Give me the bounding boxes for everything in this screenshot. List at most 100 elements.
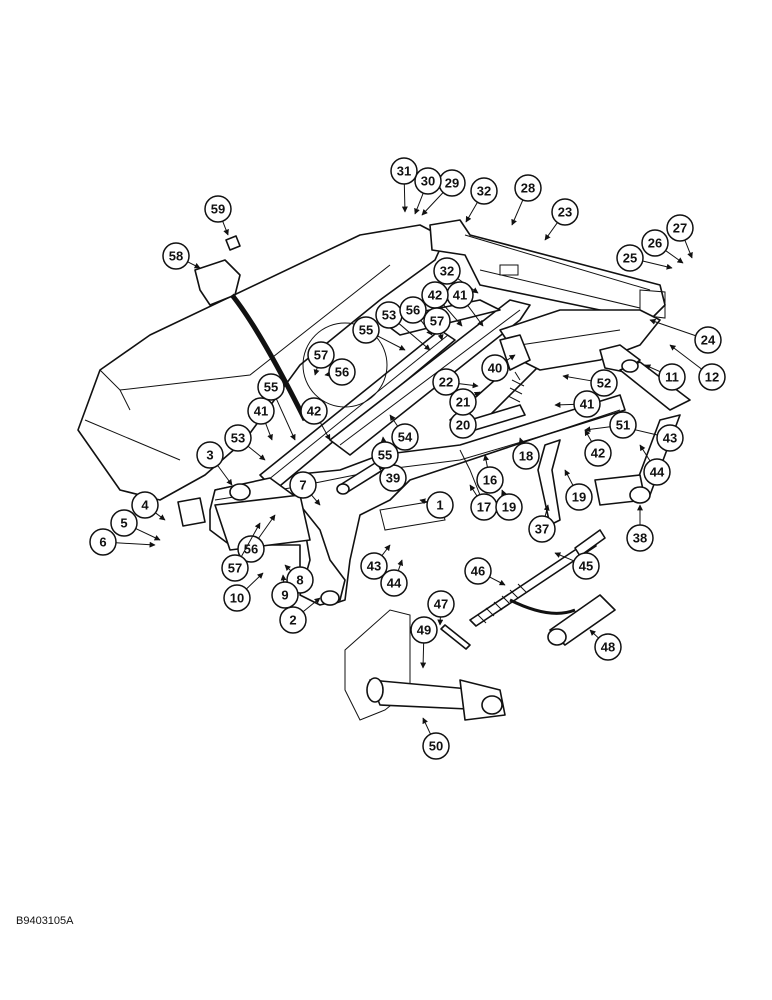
callout-circle <box>131 491 159 519</box>
callout-circle <box>237 535 265 563</box>
callout-circle <box>223 584 251 612</box>
callout-55: 55 <box>371 436 399 469</box>
leader-line <box>389 414 399 427</box>
leader-line <box>246 572 264 590</box>
callout-circle <box>360 552 388 580</box>
callout-circle <box>224 424 252 452</box>
leader-line <box>518 437 525 445</box>
callout-number: 56 <box>335 365 349 380</box>
callout-number: 53 <box>382 308 396 323</box>
callout-43: 43 <box>360 544 391 580</box>
callout-55: 55 <box>257 373 296 441</box>
callout-51: 51 <box>584 411 637 439</box>
callout-number: 51 <box>616 418 630 433</box>
callout-41: 41 <box>554 390 601 418</box>
rod-45-spring-46 <box>469 529 606 627</box>
callout-20: 20 <box>449 409 477 439</box>
callout-circle <box>89 528 117 556</box>
callout-12: 12 <box>669 344 726 391</box>
callout-number: 30 <box>421 174 435 189</box>
callout-number: 57 <box>430 314 444 329</box>
callout-number: 55 <box>359 323 373 338</box>
callout-30: 30 <box>414 167 442 215</box>
callout-circle <box>391 423 419 451</box>
callout-number: 49 <box>417 623 431 638</box>
leader-line <box>222 220 229 236</box>
leader-line <box>554 401 575 408</box>
callout-number: 18 <box>519 449 533 464</box>
leader-line <box>443 304 463 327</box>
callout-number: 44 <box>387 576 402 591</box>
callout-circle <box>528 515 556 543</box>
callout-circle <box>279 606 307 634</box>
callout-number: 2 <box>289 613 296 628</box>
callout-number: 19 <box>502 500 516 515</box>
callout-circle <box>110 509 138 537</box>
leader-line <box>543 504 550 517</box>
callout-10: 10 <box>223 572 264 612</box>
leader-line <box>265 422 273 441</box>
callout-number: 41 <box>453 288 467 303</box>
callout-circle <box>426 491 454 519</box>
leader-line <box>589 629 599 639</box>
callout-number: 22 <box>439 375 453 390</box>
callout-circle <box>352 316 380 344</box>
leader-line <box>313 367 320 376</box>
callout-number: 42 <box>307 404 321 419</box>
callout-9: 9 <box>271 574 299 609</box>
callout-circle <box>643 458 671 486</box>
callout-7: 7 <box>289 471 321 506</box>
leader-line <box>564 469 574 486</box>
leader-line <box>584 426 611 433</box>
callout-11: 11 <box>644 363 686 391</box>
callout-47: 47 <box>427 590 455 626</box>
callout-number: 10 <box>230 591 244 606</box>
callout-number: 44 <box>650 465 665 480</box>
leader-line <box>115 541 156 548</box>
callout-number: 31 <box>397 164 411 179</box>
callout-31: 31 <box>390 157 418 213</box>
tank-housing <box>77 224 446 501</box>
leader-line <box>554 552 575 562</box>
leader-line <box>669 344 702 370</box>
callout-number: 9 <box>281 588 288 603</box>
callout-40: 40 <box>481 354 516 382</box>
leader-line <box>649 318 696 337</box>
callout-circle <box>371 441 399 469</box>
callout-number: 47 <box>434 597 448 612</box>
callout-number: 41 <box>580 397 594 412</box>
callout-number: 43 <box>367 559 381 574</box>
callout-53: 53 <box>224 424 266 461</box>
callout-22: 22 <box>432 368 479 396</box>
callout-circle <box>399 296 427 324</box>
callout-38: 38 <box>626 504 654 552</box>
callout-circle <box>590 369 618 397</box>
callout-number: 57 <box>228 561 242 576</box>
callout-number: 57 <box>314 348 328 363</box>
callout-number: 46 <box>471 564 485 579</box>
callout-19: 19 <box>564 469 593 511</box>
leader-line <box>473 391 481 398</box>
leader-line <box>187 261 201 269</box>
callout-57: 57 <box>221 522 261 582</box>
callout-circle <box>432 368 460 396</box>
callout-number: 21 <box>456 395 470 410</box>
callout-58: 58 <box>162 242 201 270</box>
leader-line <box>311 494 321 506</box>
callout-17: 17 <box>469 484 498 521</box>
callout-circle <box>584 439 612 467</box>
callout-5: 5 <box>110 509 161 541</box>
leader-line <box>684 239 693 259</box>
callout-26: 26 <box>641 229 684 264</box>
callout-21: 21 <box>449 388 481 416</box>
leader-line <box>247 445 266 461</box>
callout-circle <box>410 616 438 644</box>
callout-circle <box>422 732 450 760</box>
spring-assembly <box>469 334 531 431</box>
leader-line <box>135 528 161 541</box>
leader-line <box>240 522 261 557</box>
callout-number: 24 <box>701 333 716 348</box>
callout-circle <box>300 397 328 425</box>
